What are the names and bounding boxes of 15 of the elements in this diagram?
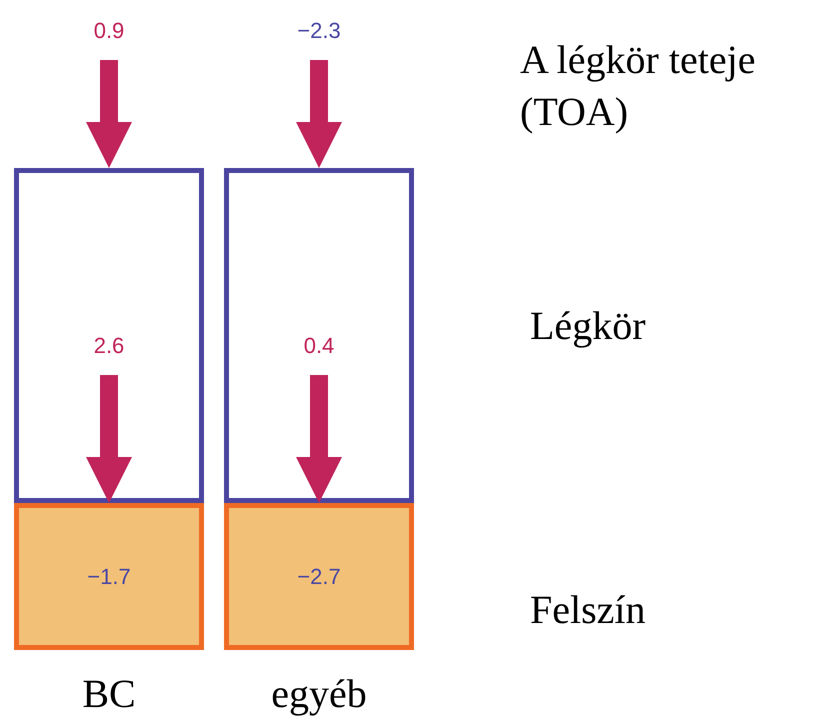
column-label: BC xyxy=(82,670,136,718)
surface-box xyxy=(224,503,414,650)
column-label: egyéb xyxy=(271,670,367,718)
arrow xyxy=(86,375,132,503)
layer-label: Felszín xyxy=(530,586,646,634)
arrow xyxy=(86,60,132,168)
atmosphere-box xyxy=(224,168,414,503)
value-text: −2.7 xyxy=(297,563,341,591)
atmosphere-box xyxy=(14,168,204,503)
layer-label: A légkör teteje (TOA) xyxy=(520,36,756,136)
value-text: −1.7 xyxy=(87,563,131,591)
surface-box xyxy=(14,503,204,650)
layer-label: Légkör xyxy=(530,302,646,350)
arrow xyxy=(296,60,342,168)
arrow xyxy=(296,375,342,503)
